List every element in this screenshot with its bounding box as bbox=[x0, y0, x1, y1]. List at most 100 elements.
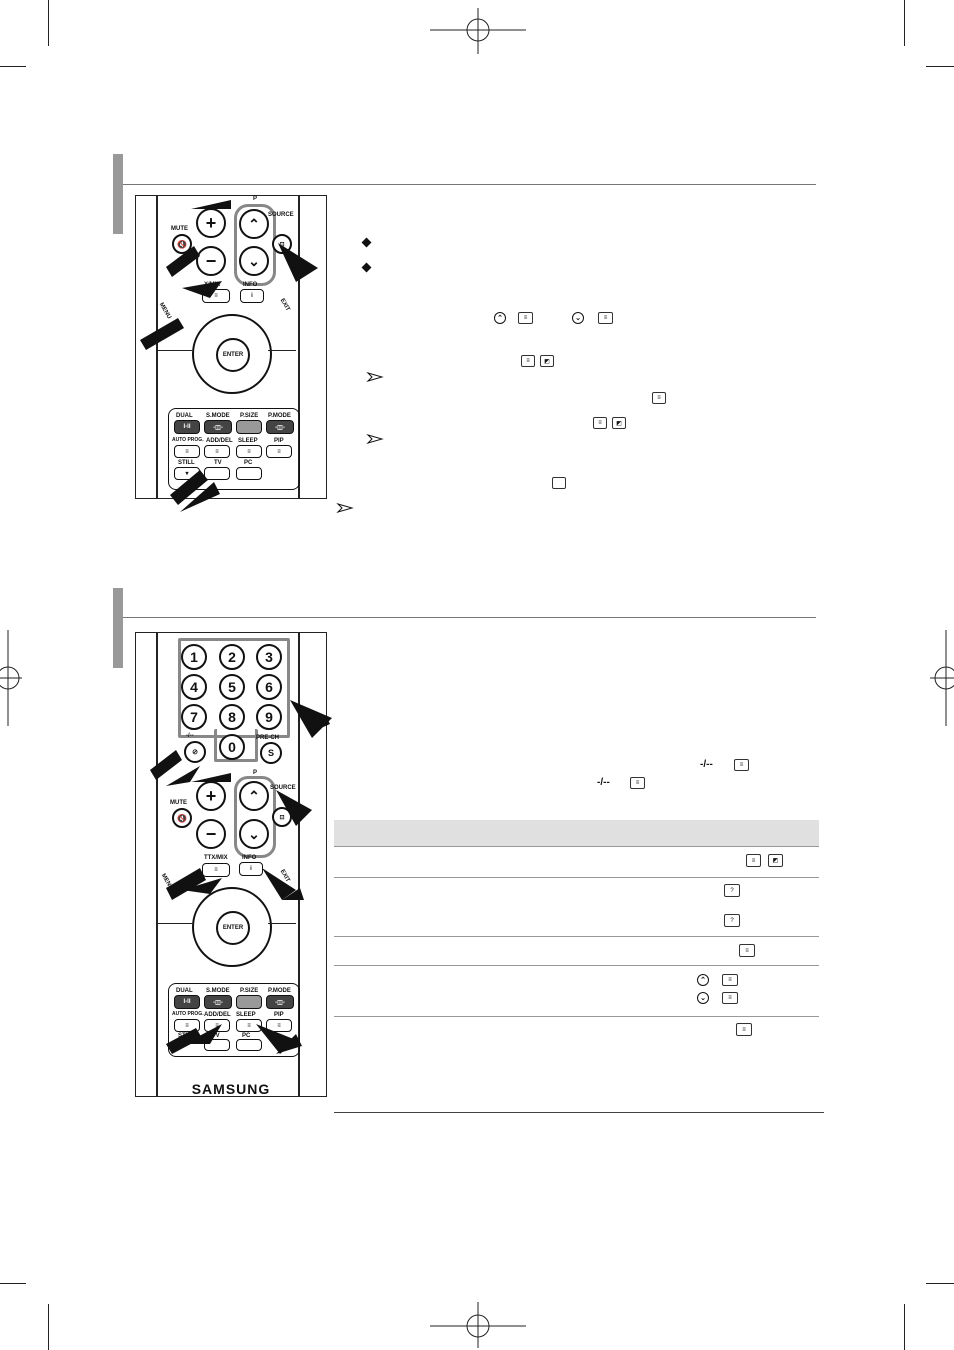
digit-button[interactable]: 4 bbox=[181, 674, 207, 700]
dash-button[interactable]: ⊘ bbox=[184, 741, 206, 763]
table-row-divider bbox=[334, 965, 819, 966]
divider-line bbox=[268, 350, 296, 351]
reveal-icon: ? bbox=[724, 914, 740, 927]
digit-button[interactable]: 1 bbox=[181, 644, 207, 670]
digit-button[interactable]: 9 bbox=[256, 704, 282, 730]
arrow-icon bbox=[312, 716, 330, 732]
function-panel bbox=[168, 408, 300, 490]
dual-button[interactable]: I-II bbox=[174, 995, 200, 1009]
teletext-icon: ≡ bbox=[652, 392, 666, 404]
enter-button[interactable]: ENTER bbox=[216, 911, 250, 945]
sleep-button[interactable]: ≡ bbox=[236, 445, 262, 458]
arrow-icon bbox=[276, 1034, 302, 1054]
arrow-icon bbox=[166, 1028, 202, 1054]
table-row-divider bbox=[334, 877, 819, 878]
volume-up-button[interactable]: + bbox=[196, 208, 226, 238]
ttx-mix-button[interactable]: ≡ bbox=[202, 863, 230, 877]
note-arrow-icon bbox=[336, 502, 354, 514]
remote-body bbox=[156, 633, 300, 1096]
direction-pad[interactable]: ENTER bbox=[192, 314, 272, 394]
dual-label: DUAL bbox=[176, 988, 193, 994]
tv-label: TV bbox=[214, 460, 222, 466]
volume-wedge-icon bbox=[191, 773, 231, 782]
add-del-button[interactable]: ≡ bbox=[204, 445, 230, 458]
channel-up-button[interactable]: ⌃ bbox=[239, 209, 269, 239]
pip-button[interactable]: ≡ bbox=[266, 445, 292, 458]
p-size-button[interactable] bbox=[236, 420, 262, 434]
direction-pad[interactable]: ENTER bbox=[192, 887, 272, 967]
brand-logo: SAMSUNG bbox=[191, 1081, 271, 1097]
pc-button[interactable] bbox=[236, 467, 262, 480]
p-mode-button[interactable]: -◫- bbox=[266, 420, 294, 434]
arrow-icon bbox=[290, 700, 332, 738]
sleep-label: SLEEP bbox=[236, 1012, 256, 1018]
digit-button[interactable]: 5 bbox=[219, 674, 245, 700]
pc-button[interactable] bbox=[236, 1039, 262, 1051]
p-size-label: P.SIZE bbox=[240, 988, 259, 994]
teletext-mix-icon: ◩ bbox=[768, 854, 783, 867]
registration-mark-right bbox=[930, 630, 954, 726]
source-label: SOURCE bbox=[270, 785, 296, 791]
info-button[interactable]: i bbox=[240, 289, 264, 303]
sleep-button[interactable]: ≡ bbox=[236, 1019, 262, 1032]
table-row-divider bbox=[334, 936, 819, 937]
digit-button[interactable]: 3 bbox=[256, 644, 282, 670]
note-arrow-icon bbox=[366, 371, 384, 383]
digit-button[interactable]: 8 bbox=[219, 704, 245, 730]
up-arrow-icon: ⌃ bbox=[494, 312, 506, 324]
table-row-divider bbox=[334, 846, 819, 847]
teletext-icon: ≡ bbox=[521, 355, 535, 367]
mute-button[interactable]: 🔇 bbox=[172, 234, 192, 254]
section-rule bbox=[123, 617, 816, 618]
arrow-icon bbox=[166, 868, 206, 900]
pc-label: PC bbox=[242, 1033, 251, 1039]
table-bottom-rule bbox=[334, 1112, 824, 1113]
arrow-icon bbox=[282, 888, 304, 900]
mute-button[interactable]: 🔇 bbox=[172, 808, 192, 828]
dual-button[interactable]: I-II bbox=[174, 420, 200, 434]
add-del-label: ADD/DEL bbox=[206, 438, 233, 444]
pre-ch-button[interactable]: S bbox=[260, 742, 282, 764]
table-row-divider bbox=[334, 1016, 819, 1017]
registration-mark-left bbox=[0, 630, 22, 726]
channel-down-button[interactable]: ⌄ bbox=[239, 246, 269, 276]
crop-mark bbox=[0, 1283, 26, 1284]
volume-down-button[interactable]: − bbox=[196, 819, 226, 849]
volume-down-button[interactable]: − bbox=[196, 246, 226, 276]
mute-label: MUTE bbox=[170, 800, 187, 806]
digit-button[interactable]: 6 bbox=[256, 674, 282, 700]
s-mode-button[interactable]: -◫- bbox=[204, 995, 232, 1009]
digit-button[interactable]: 2 bbox=[219, 644, 245, 670]
sleep-label: SLEEP bbox=[238, 438, 258, 444]
info-button[interactable]: i bbox=[239, 862, 263, 876]
source-label: SOURCE bbox=[268, 212, 294, 218]
p-mode-button[interactable]: -◫- bbox=[266, 995, 294, 1009]
auto-prog-label: AUTO PROG. bbox=[172, 1011, 204, 1017]
divider-line bbox=[268, 923, 296, 924]
volume-up-button[interactable]: + bbox=[196, 781, 226, 811]
digit-button[interactable]: 7 bbox=[181, 704, 207, 730]
pip-button[interactable]: ≡ bbox=[266, 1019, 292, 1032]
arrow-icon bbox=[166, 246, 200, 277]
channel-up-button[interactable]: ⌃ bbox=[239, 781, 269, 811]
teletext-icon: ≡ bbox=[593, 417, 607, 429]
teletext-icon: ≡ bbox=[518, 312, 533, 324]
reveal-icon: ? bbox=[724, 884, 740, 897]
p-label: P bbox=[253, 770, 258, 776]
auto-prog-button[interactable]: ≡ bbox=[174, 445, 200, 458]
section-rule bbox=[123, 184, 816, 185]
arrow-icon bbox=[182, 281, 222, 298]
arrow-icon bbox=[278, 243, 318, 282]
channel-down-button[interactable]: ⌄ bbox=[239, 819, 269, 849]
crop-mark bbox=[48, 1304, 49, 1350]
tv-button[interactable] bbox=[204, 467, 230, 480]
section-marker bbox=[113, 588, 123, 668]
s-mode-button[interactable]: -◫- bbox=[204, 420, 232, 434]
dash-icon: -/-- bbox=[700, 759, 713, 770]
auto-prog-button[interactable]: ≡ bbox=[174, 1019, 200, 1032]
digit-button[interactable]: 0 bbox=[219, 734, 245, 760]
enter-button[interactable]: ENTER bbox=[216, 338, 250, 372]
teletext-icon: ≡ bbox=[722, 974, 738, 986]
p-size-button[interactable] bbox=[236, 995, 262, 1009]
pointer-arrows-top bbox=[140, 243, 318, 512]
